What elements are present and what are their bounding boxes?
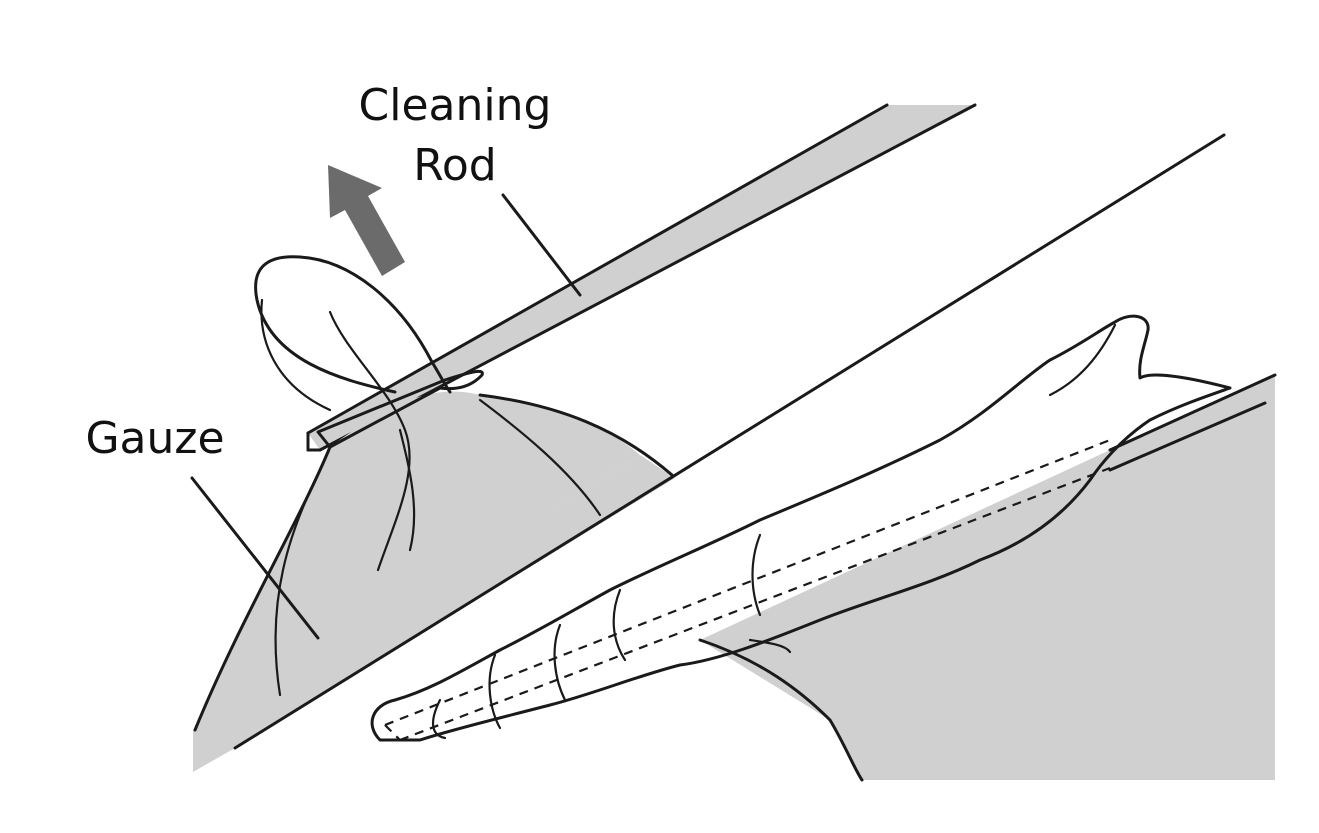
cleaning-rod-label-line2: Rod: [413, 140, 496, 191]
cleaning-rod-leader-line: [501, 193, 582, 297]
cleaning-rod-label-line1: Cleaning: [359, 80, 552, 131]
gauze-label: Gauze: [85, 413, 224, 464]
right-bore-surface: [698, 373, 1277, 782]
gauze-bundle: [193, 255, 674, 732]
cleaning-rod: [306, 103, 977, 452]
wrapped-gauze: [370, 314, 1232, 742]
gauze-leader-line: [190, 476, 320, 640]
pull-direction-arrow-icon: [328, 165, 405, 276]
left-bore-surface: [193, 133, 1226, 772]
